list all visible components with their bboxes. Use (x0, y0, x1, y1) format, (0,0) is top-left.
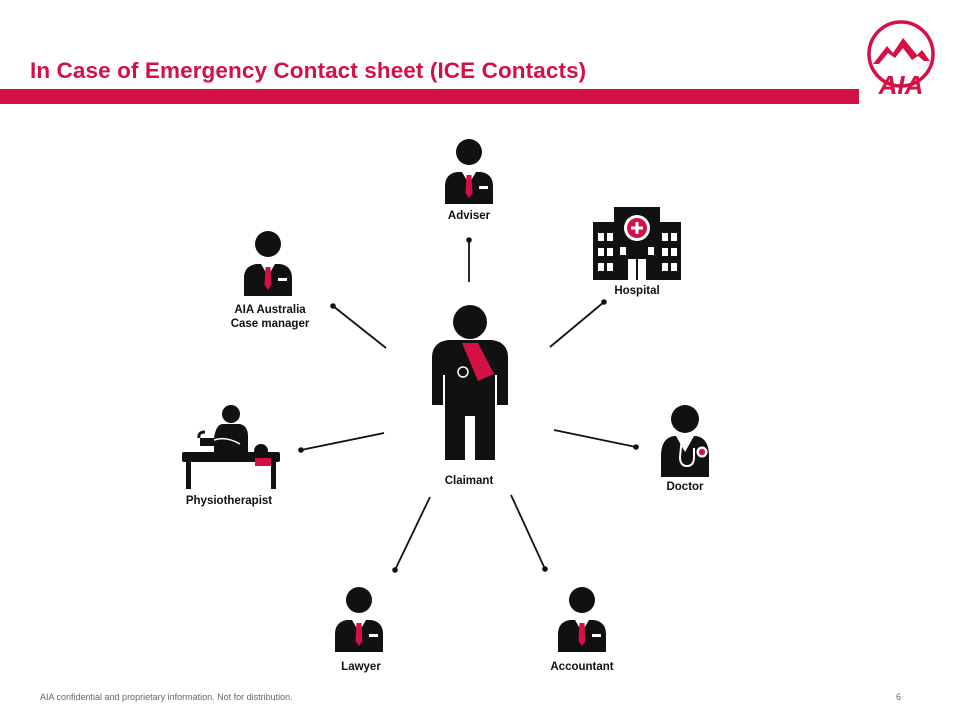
accountant-node: Accountant (550, 587, 614, 673)
confidential-footer: AIA confidential and proprietary informa… (40, 692, 293, 702)
aia-logo: AIA (867, 20, 935, 100)
doctor-stethoscope-icon (661, 405, 709, 477)
adviser-label: Adviser (448, 210, 491, 222)
case-manager-label-line1: AIA Australia (234, 304, 306, 316)
physiotherapist-node: Physiotherapist (182, 405, 280, 507)
case-manager-label-line2: Case manager (231, 318, 310, 330)
case-manager-node: AIA Australia Case manager (231, 231, 310, 330)
businessperson-icon (445, 139, 493, 204)
hospital-node: Hospital (593, 207, 681, 297)
hospital-label: Hospital (614, 285, 659, 297)
page-number: 6 (896, 692, 902, 702)
adviser-node: Adviser (445, 139, 493, 222)
businessperson-icon (335, 587, 383, 652)
title-accent-bar (0, 89, 859, 104)
physiotherapy-massage-icon (182, 405, 280, 489)
businessperson-icon (244, 231, 292, 296)
claimant-node: Claimant (432, 305, 508, 487)
injured-person-sling-icon (432, 305, 508, 460)
lawyer-label: Lawyer (341, 661, 381, 673)
lawyer-node: Lawyer (335, 587, 383, 673)
connector-lines (298, 237, 639, 573)
accountant-label: Accountant (550, 661, 613, 673)
physiotherapist-label: Physiotherapist (186, 495, 272, 507)
businessperson-icon (558, 587, 606, 652)
hospital-building-icon (593, 207, 681, 280)
doctor-node: Doctor (661, 405, 709, 493)
doctor-label: Doctor (666, 481, 704, 493)
logo-text: AIA (878, 70, 924, 100)
slide-title: In Case of Emergency Contact sheet (ICE … (30, 58, 587, 83)
claimant-label: Claimant (445, 475, 494, 487)
